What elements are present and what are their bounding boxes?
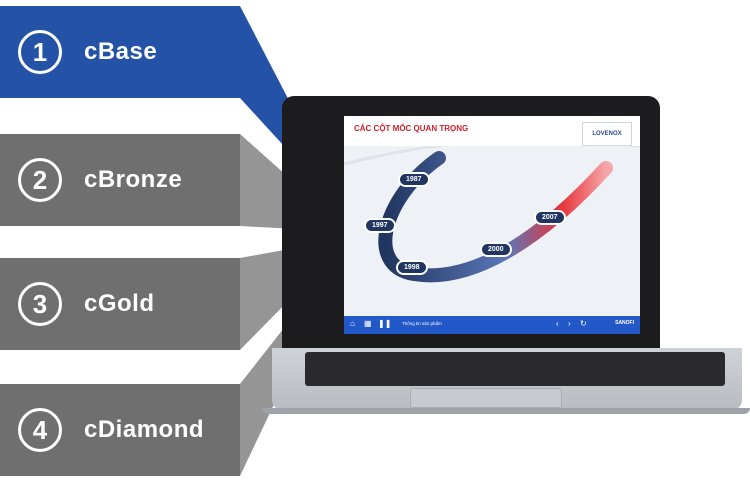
pause-icon[interactable]: ❚❚: [378, 319, 392, 328]
grid-icon[interactable]: ▦: [364, 319, 372, 328]
year-marker: 2007: [534, 210, 566, 225]
tier-label: cGold: [84, 290, 155, 317]
tier-number-badge: 3: [18, 282, 62, 326]
tier-label: cBase: [84, 38, 158, 65]
tier-cbase[interactable]: 1 cBase: [0, 6, 240, 98]
footer-label: Thông tin sản phẩm: [402, 321, 442, 326]
tier-number-badge: 2: [18, 158, 62, 202]
tier-number-badge: 1: [18, 30, 62, 74]
tier-cdiamond[interactable]: 4 cDiamond: [0, 384, 240, 476]
laptop-keyboard: [305, 352, 725, 386]
slide-title: CÁC CỘT MỐC QUAN TRỌNG: [354, 124, 469, 133]
refresh-icon[interactable]: ↻: [580, 319, 587, 328]
tier-label: cBronze: [84, 166, 183, 193]
slide-header: CÁC CỘT MỐC QUAN TRỌNG LOVENOX: [344, 116, 640, 146]
tier-cgold[interactable]: 3 cGold: [0, 258, 240, 350]
year-marker: 1987: [398, 172, 430, 187]
laptop-base-edge: [262, 408, 750, 414]
year-marker: 1998: [396, 260, 428, 275]
tier-label: cDiamond: [84, 416, 205, 443]
year-marker: 2000: [480, 242, 512, 257]
home-icon[interactable]: ⌂: [350, 319, 355, 328]
next-icon[interactable]: ›: [568, 319, 571, 328]
footer-brand: SANOFI: [615, 320, 634, 326]
year-marker: 1997: [364, 218, 396, 233]
slide-footer-bar: ⌂ ▦ ❚❚ Thông tin sản phẩm ‹ › ↻ SANOFI: [344, 316, 640, 334]
laptop-screen: CÁC CỘT MỐC QUAN TRỌNG LOVENOX 1987 1997…: [344, 116, 640, 334]
tier-number-badge: 4: [18, 408, 62, 452]
prev-icon[interactable]: ‹: [556, 319, 559, 328]
tier-cbronze[interactable]: 2 cBronze: [0, 134, 240, 226]
brand-logo: LOVENOX: [582, 122, 632, 146]
laptop-trackpad: [410, 388, 562, 408]
